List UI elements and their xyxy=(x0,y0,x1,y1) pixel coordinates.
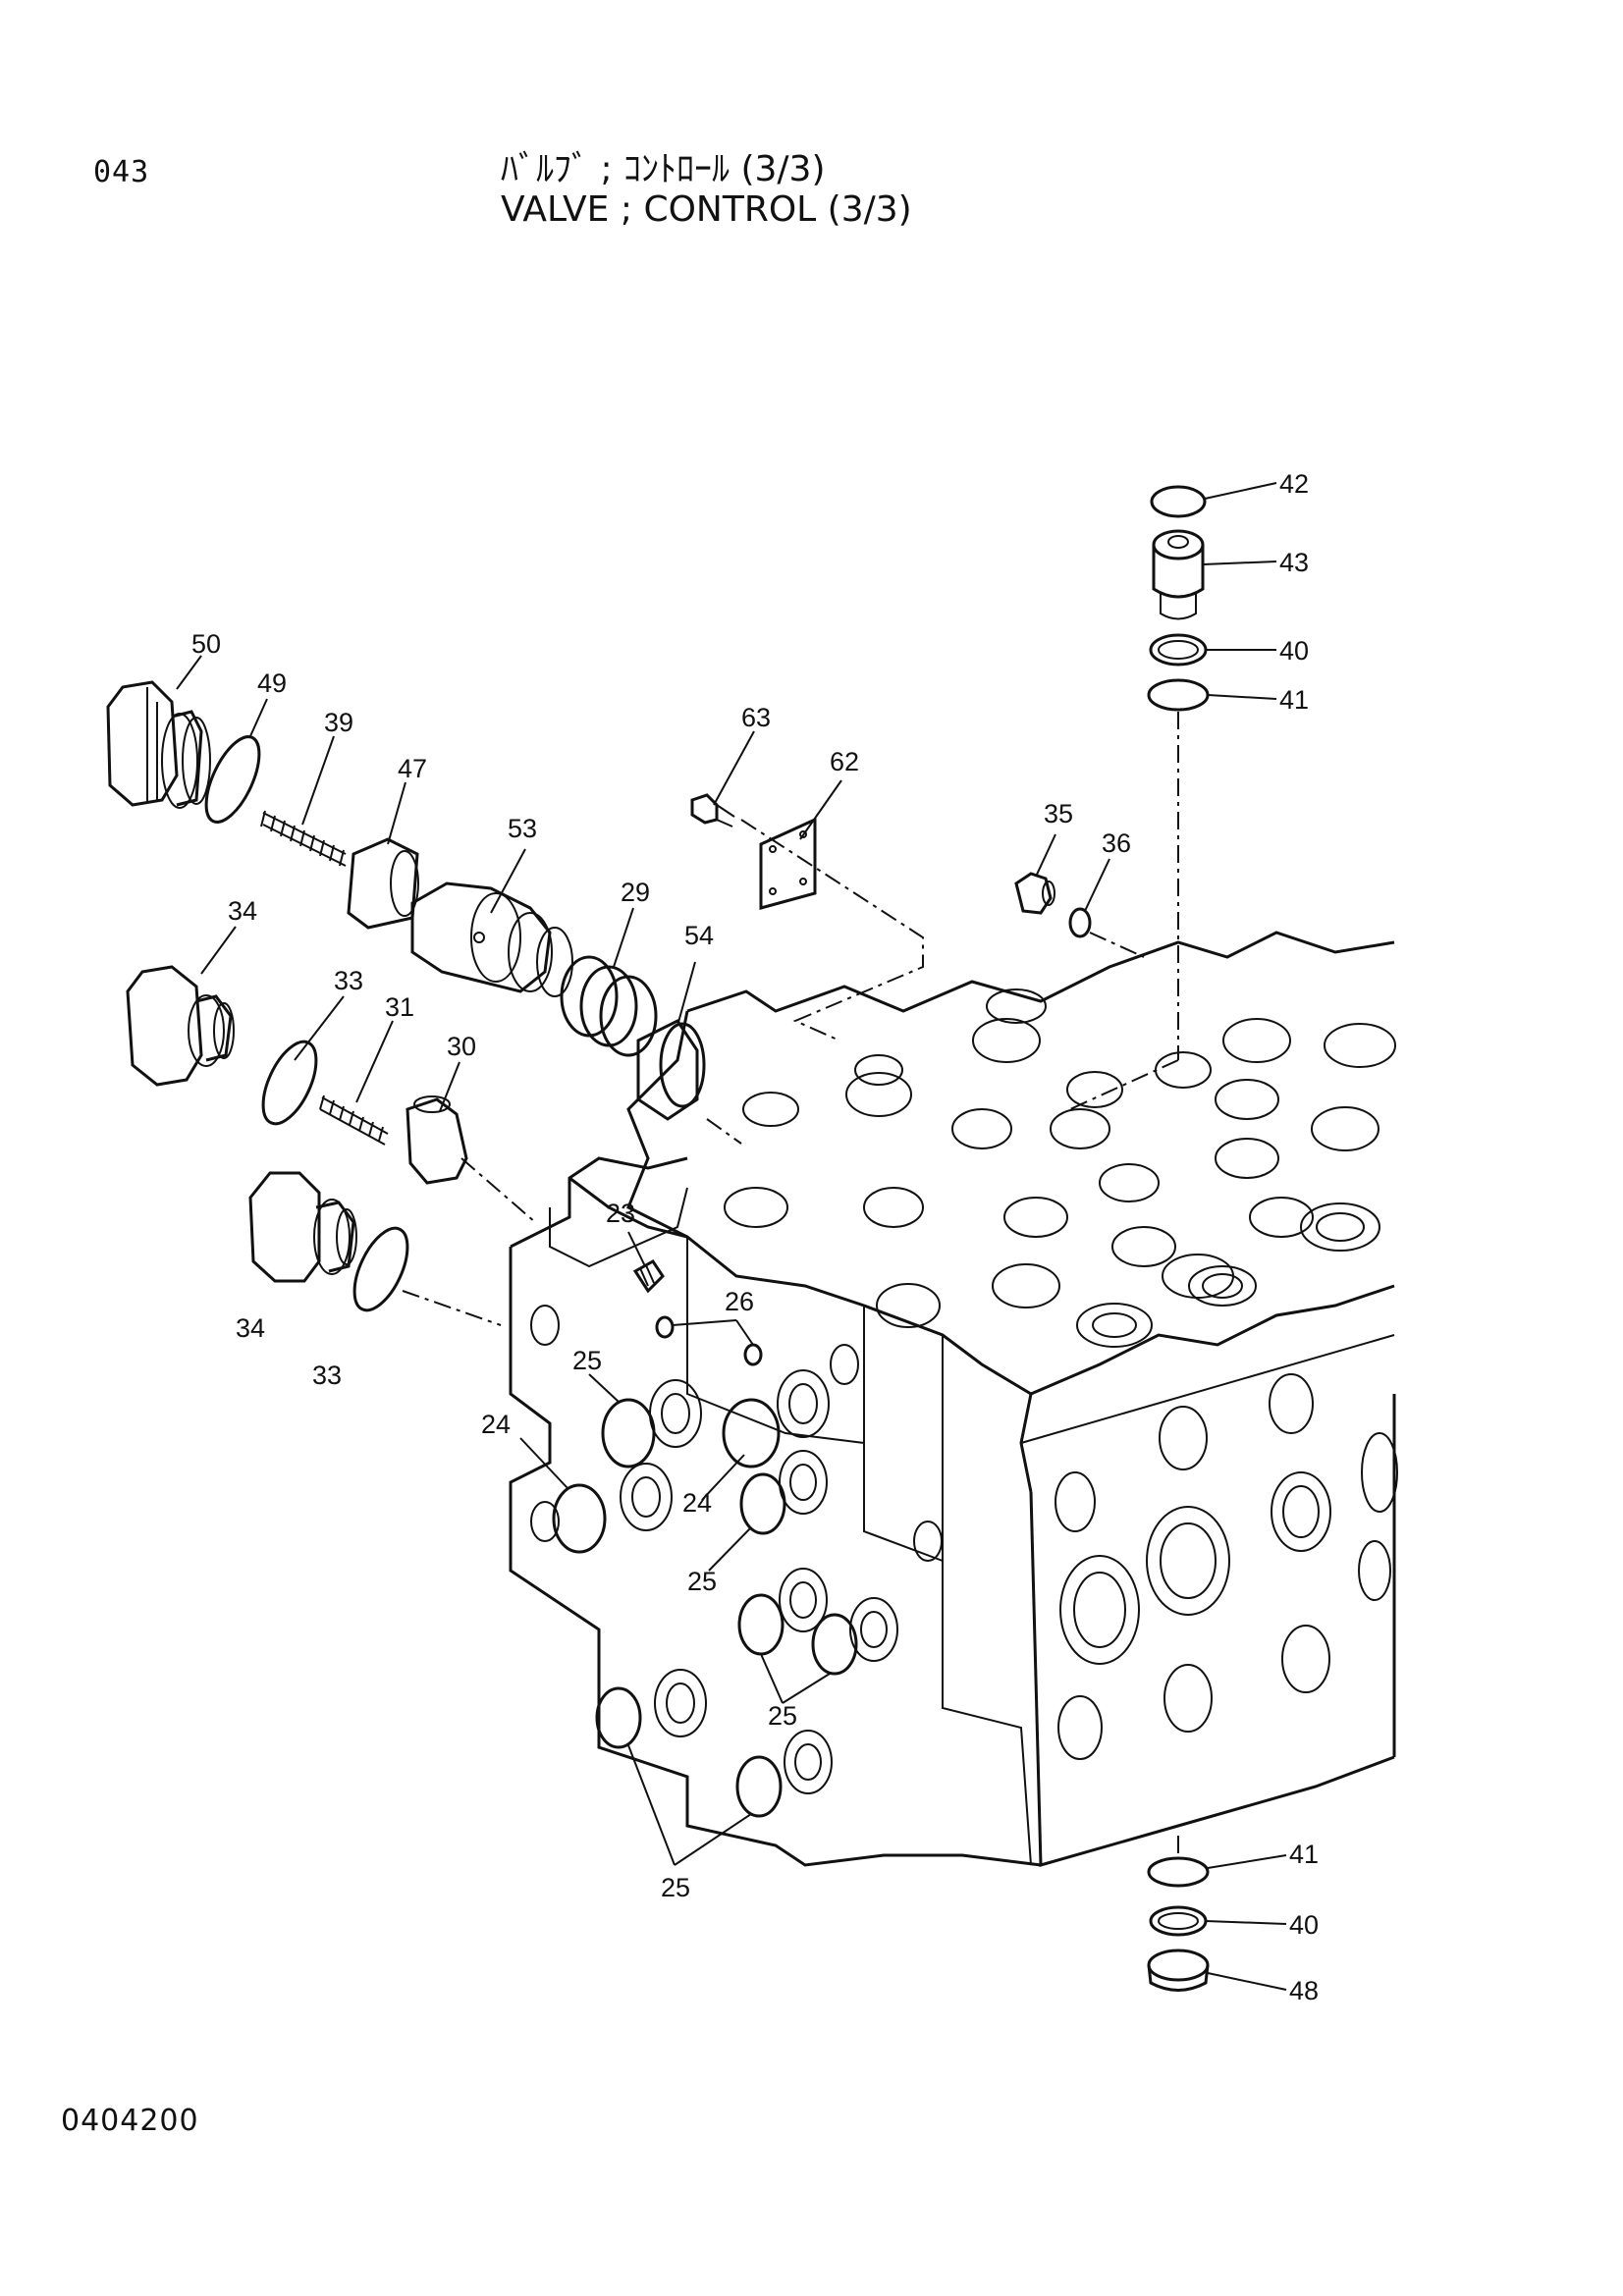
label-25-mid: 25 xyxy=(687,1567,717,1596)
part-25-o-ring-2 xyxy=(739,1472,786,1535)
valve-body xyxy=(509,931,1398,1867)
label-43: 43 xyxy=(1279,548,1309,577)
label-50: 50 xyxy=(191,629,221,659)
part-25-o-ring-1 xyxy=(601,1398,656,1468)
label-62: 62 xyxy=(830,747,859,776)
label-25-upper: 25 xyxy=(572,1346,602,1375)
part-26-o-ring-b xyxy=(743,1343,763,1366)
part-53-spool xyxy=(410,881,573,997)
part-41-o-ring-top xyxy=(1147,678,1210,712)
label-40-bottom: 40 xyxy=(1289,1910,1319,1940)
label-53: 53 xyxy=(508,814,537,843)
part-35-plug xyxy=(1014,872,1055,915)
label-49: 49 xyxy=(257,668,287,698)
part-25-o-ring-3 xyxy=(737,1593,784,1656)
part-26-o-ring-a xyxy=(655,1315,675,1339)
label-48: 48 xyxy=(1289,1976,1319,2005)
label-54: 54 xyxy=(684,921,714,950)
label-29: 29 xyxy=(621,878,650,907)
part-25-o-ring-4 xyxy=(811,1613,858,1676)
leader-lines xyxy=(176,482,1287,1991)
part-24-o-ring-1 xyxy=(552,1483,607,1554)
label-25-lower: 25 xyxy=(768,1701,797,1731)
part-23-screw xyxy=(632,1259,665,1294)
label-34-lower: 34 xyxy=(236,1313,265,1343)
part-50-plug xyxy=(106,680,211,809)
label-47: 47 xyxy=(398,754,427,783)
part-30-poppet xyxy=(406,1095,468,1185)
part-42-o-ring xyxy=(1150,485,1207,518)
part-62-plate xyxy=(759,817,817,910)
part-labels: 42 43 40 41 50 49 39 47 53 29 54 63 62 3… xyxy=(191,469,1319,2005)
label-24-left: 24 xyxy=(481,1410,511,1439)
part-40-backup-ring-top xyxy=(1149,633,1208,667)
document-code: 0404200 xyxy=(61,2104,199,2138)
label-33-upper: 33 xyxy=(334,966,363,995)
assembly-lines xyxy=(402,712,1179,1858)
label-40-top: 40 xyxy=(1279,636,1309,666)
page-number: 043 xyxy=(93,155,150,189)
label-42: 42 xyxy=(1279,469,1309,499)
part-36-o-ring xyxy=(1068,907,1092,938)
part-48-plug xyxy=(1147,1949,1210,1992)
part-34-plug-upper xyxy=(126,965,235,1087)
part-47-spring-seat xyxy=(347,837,419,930)
label-26: 26 xyxy=(725,1287,754,1316)
part-49-o-ring xyxy=(204,735,261,824)
label-36: 36 xyxy=(1102,828,1131,858)
label-25-bottom: 25 xyxy=(661,1873,690,1902)
part-33-o-ring-upper xyxy=(261,1040,318,1126)
part-63-bolt xyxy=(690,793,735,828)
label-31: 31 xyxy=(385,992,414,1022)
part-34-plug-lower xyxy=(248,1171,357,1283)
part-24-o-ring-2 xyxy=(722,1398,781,1468)
label-63: 63 xyxy=(741,703,771,732)
label-35: 35 xyxy=(1044,799,1073,828)
part-25-o-ring-6 xyxy=(735,1755,783,1818)
title-japanese: ﾊﾞﾙﾌﾞ ; ｺﾝﾄﾛｰﾙ (3/3) xyxy=(501,149,826,189)
label-23: 23 xyxy=(606,1199,635,1228)
part-33-o-ring-lower xyxy=(352,1226,409,1312)
title-english: VALVE ; CONTROL (3/3) xyxy=(501,189,912,230)
part-29-spring xyxy=(560,955,658,1057)
part-39-spring xyxy=(260,810,347,867)
label-41-bottom: 41 xyxy=(1289,1840,1319,1869)
part-43-plug xyxy=(1152,529,1205,620)
part-41-o-ring-bottom xyxy=(1147,1856,1210,1888)
label-34-upper: 34 xyxy=(228,896,257,926)
part-25-o-ring-5 xyxy=(595,1686,642,1749)
parts xyxy=(106,485,1210,1992)
label-41-top: 41 xyxy=(1279,685,1309,715)
part-54-sleeve xyxy=(636,1019,706,1121)
part-31-spring xyxy=(319,1095,389,1146)
label-24-mid: 24 xyxy=(682,1488,712,1518)
part-40-backup-ring-bottom xyxy=(1149,1905,1208,1937)
label-30: 30 xyxy=(447,1032,476,1061)
label-33-lower: 33 xyxy=(312,1361,342,1390)
label-39: 39 xyxy=(324,708,353,737)
